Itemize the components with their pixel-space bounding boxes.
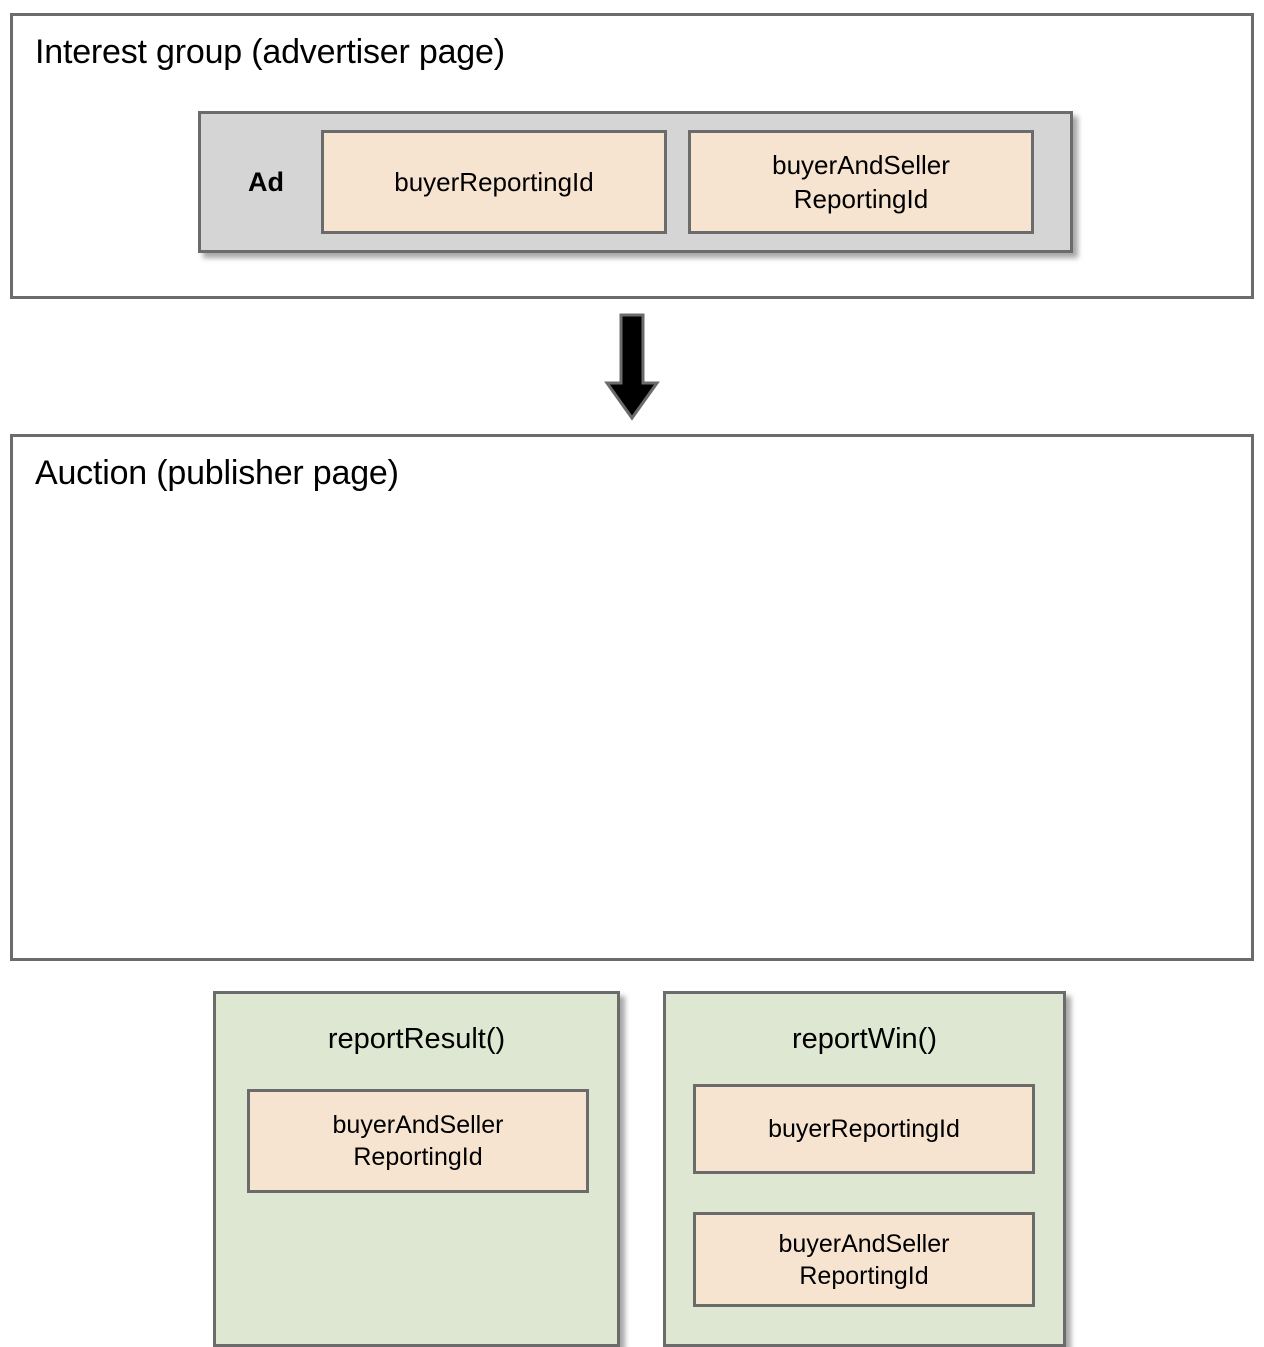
report-win-field-buyer-reporting-id: buyerReportingId [693,1084,1035,1174]
interest-group-title: Interest group (advertiser page) [35,33,505,71]
report-win-title: reportWin() [791,1023,937,1055]
report-result-title: reportResult() [327,1023,506,1055]
ad-label: Ad [248,166,284,197]
down-arrow-icon [604,313,660,421]
ad-field-buyer-reporting-id: buyerReportingId [321,130,667,234]
auction-panel: Auction (publisher page) reportResult() … [10,434,1254,1347]
interest-group-panel: Interest group (advertiser page) Ad buye… [10,13,1254,299]
auction-title: Auction (publisher page) [35,454,399,492]
diagram-canvas: Interest group (advertiser page) Ad buye… [10,13,1254,1347]
report-win-box: reportWin() buyerReportingId buyerAndSel… [663,991,1066,1347]
